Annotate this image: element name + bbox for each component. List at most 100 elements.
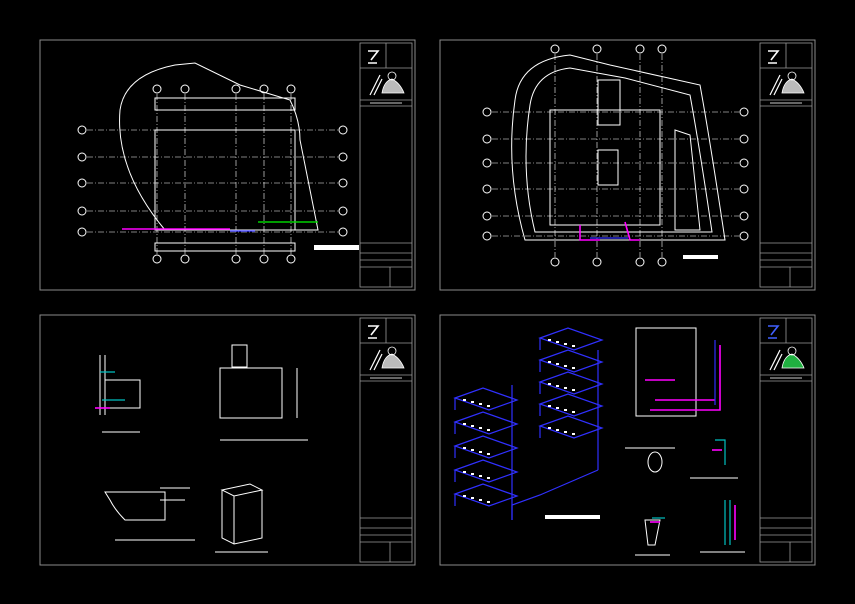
fixture-marker (564, 343, 567, 345)
emblem-dome (781, 353, 805, 369)
sheet-4-riser-diagram (453, 327, 745, 556)
grid-bubble (657, 257, 667, 267)
bottom-corridor (154, 242, 296, 252)
emblem-stroke (369, 74, 383, 96)
fixture-marker (556, 429, 559, 431)
grid-bubble (286, 84, 296, 94)
title-block (759, 42, 813, 288)
fixture-marker (471, 473, 474, 475)
grid-bubble (286, 254, 296, 264)
fixture-marker (564, 431, 567, 433)
emblem-dome (781, 78, 805, 94)
site-boundary-curve (119, 62, 319, 231)
logo-emblem-icon (369, 71, 405, 96)
grid-bubble (77, 178, 87, 188)
tank-detail (219, 344, 308, 441)
grid-bubble (180, 254, 190, 264)
fixture-marker (479, 427, 482, 429)
sheet-3[interactable] (39, 314, 416, 566)
riser-floor-branch (538, 393, 604, 417)
emblem-dome (381, 78, 405, 94)
emblem-head (787, 346, 797, 356)
fixture-marker (463, 447, 466, 449)
grid-bubble (635, 257, 645, 267)
title-block (359, 317, 413, 563)
fixture-marker (564, 365, 567, 367)
grid-bubble (635, 44, 645, 54)
logo-emblem-icon (769, 346, 805, 371)
grid-bubble (657, 44, 667, 54)
fixture-marker (572, 411, 575, 413)
sheet-2[interactable] (439, 39, 816, 291)
emblem-dome (381, 353, 405, 369)
logo-pick-icon (768, 50, 780, 64)
scale-bar (314, 245, 359, 250)
top-corridor (154, 97, 296, 111)
fixture-marker (564, 387, 567, 389)
sheet-4[interactable] (439, 314, 816, 566)
grid-bubble (77, 227, 87, 237)
grid-bubble (739, 231, 749, 241)
sheet-border (39, 39, 416, 291)
fixture-marker (572, 345, 575, 347)
fixture-marker (548, 383, 551, 385)
logo-pick-icon (368, 325, 380, 339)
fixture-marker (487, 429, 490, 431)
grid-bubble (259, 84, 269, 94)
logo-pick-icon (368, 50, 380, 64)
emblem-head (387, 346, 397, 356)
grid-bubble (550, 44, 560, 54)
grid-bubble (739, 184, 749, 194)
fixture-marker (572, 389, 575, 391)
fixture-marker (564, 409, 567, 411)
courtyard (597, 149, 619, 186)
fixture-marker (548, 427, 551, 429)
fixture-marker (471, 425, 474, 427)
grid-bubble (77, 152, 87, 162)
wall-detail (95, 355, 141, 433)
grid-bubble (482, 231, 492, 241)
scale-bar (683, 255, 718, 259)
fixture-marker (463, 399, 466, 401)
sheet-border (439, 39, 816, 291)
title-block-frame (359, 42, 413, 288)
logo-emblem-icon (769, 71, 805, 96)
fixture-marker (487, 501, 490, 503)
tank-isometric (215, 483, 268, 553)
grid-bubble (550, 257, 560, 267)
grid-bubble (592, 257, 602, 267)
grid-bubble (739, 158, 749, 168)
grid-bubble (180, 84, 190, 94)
grid-bubble (77, 206, 87, 216)
sheet-1[interactable] (39, 39, 416, 291)
sheet-3-details (95, 344, 308, 553)
fixture-marker (479, 403, 482, 405)
emblem-head (387, 71, 397, 81)
grid-bubble (338, 152, 348, 162)
emblem-stroke (769, 349, 783, 371)
building-outline (549, 109, 661, 226)
grid-bubble (739, 211, 749, 221)
grid-bubble (482, 211, 492, 221)
fixture-marker (556, 341, 559, 343)
fixture-marker (479, 475, 482, 477)
fixture-marker (556, 407, 559, 409)
logo-emblem-icon (369, 346, 405, 371)
fixture-marker (479, 451, 482, 453)
sheet-border (439, 314, 816, 566)
grid-bubble (482, 158, 492, 168)
fixture-marker (556, 385, 559, 387)
logo-pick-icon (768, 325, 780, 339)
fixture-marker (479, 499, 482, 501)
fixture-marker (463, 423, 466, 425)
fixture-marker (548, 405, 551, 407)
bathroom-pipe-right (650, 345, 721, 411)
fixture-marker (471, 497, 474, 499)
title-block (759, 317, 813, 563)
fixture-marker (572, 433, 575, 435)
emblem-stroke (369, 349, 383, 371)
bathroom-pipe-magenta (645, 379, 715, 401)
fixture-marker (548, 339, 551, 341)
riser-floor-branch (538, 327, 604, 351)
